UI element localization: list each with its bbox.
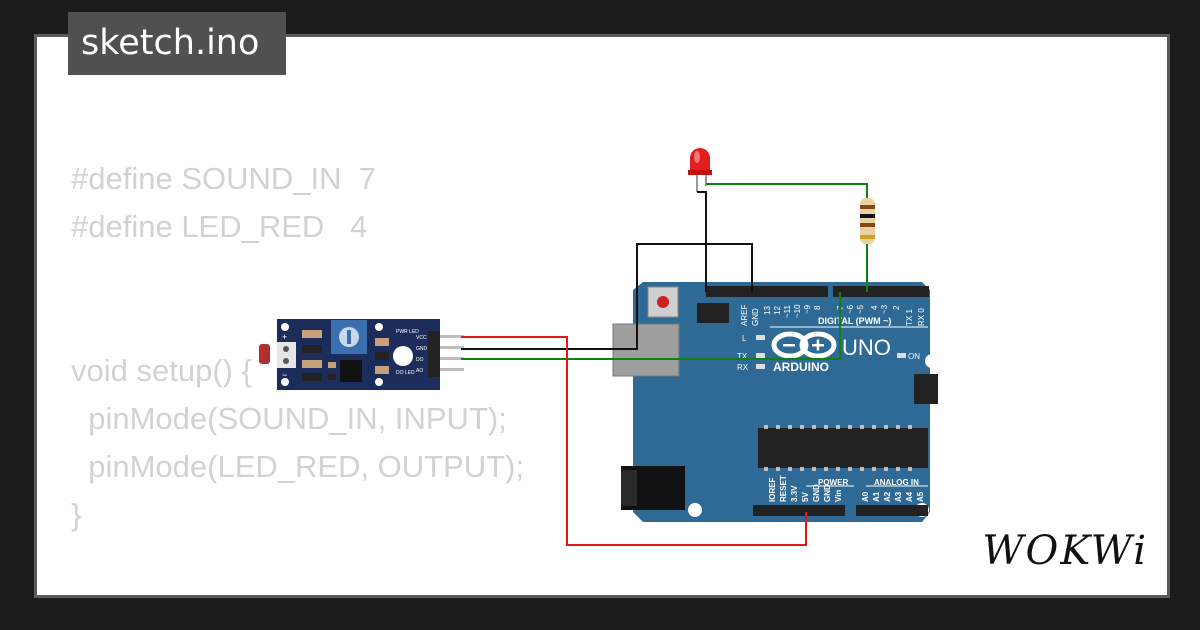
sensor-pin-label: GND xyxy=(416,346,428,352)
pin-label: RX 0 xyxy=(917,308,926,326)
code-line: void setup() { xyxy=(71,353,252,388)
comparator-chip xyxy=(340,360,362,382)
pin-label: 13 xyxy=(763,306,772,315)
icsp-header xyxy=(697,303,729,323)
sensor-pin-label: AO xyxy=(416,368,423,374)
do-led-label: DO LED xyxy=(396,370,415,376)
power-header xyxy=(753,505,845,516)
pin-label: ~9 xyxy=(803,304,812,314)
analog-pin-label: A5 xyxy=(916,491,925,502)
l-led xyxy=(756,335,765,340)
sound-sensor-module[interactable]: + − PWR LED DO LED VCC xyxy=(259,319,464,390)
board-model-label: UNO xyxy=(842,335,891,360)
pwr-led-label: PWR LED xyxy=(396,329,419,335)
power-pin-label: GND xyxy=(812,484,821,502)
canvas-card: #define SOUND_IN 7 #define LED_RED 4 void … xyxy=(34,34,1170,598)
rx-led xyxy=(756,364,765,369)
file-tab[interactable]: sketch.ino xyxy=(68,12,286,75)
power-pin-label: IOREF xyxy=(768,477,777,502)
code-preview: #define SOUND_IN 7 #define LED_RED 4 void … xyxy=(71,155,525,595)
sensor-pin-label: DO xyxy=(416,357,424,363)
wire-green-sensor-do-to-pin7[interactable] xyxy=(461,292,841,360)
sensor-led xyxy=(393,346,413,366)
analog-pin-label: A1 xyxy=(872,491,881,502)
analog-pin-label: A2 xyxy=(883,491,892,502)
pin-label: 2 xyxy=(892,305,901,310)
circuit-diagram: AREF GND 13 12 ~11 ~10 ~9 8 7 ~6 ~5 4 ~3… xyxy=(259,148,939,546)
digital-header-label: DIGITAL (PWM ~) xyxy=(818,316,891,326)
resistor[interactable] xyxy=(860,186,875,255)
minus-label: − xyxy=(282,370,287,380)
analog-pin-label: A3 xyxy=(894,491,903,502)
plus-label: + xyxy=(282,332,287,342)
analog-pin-label: A4 xyxy=(905,491,914,502)
code-line: pinMode(SOUND_IN, INPUT); xyxy=(71,401,507,436)
pin-label: 8 xyxy=(813,305,822,310)
wire-green-led-to-resistor[interactable] xyxy=(706,183,868,198)
power-pin-label: 3.3V xyxy=(790,485,799,502)
atmega-chip xyxy=(758,428,928,468)
power-header-label: POWER xyxy=(818,478,848,487)
code-line: pinMode(LED_RED, OUTPUT); xyxy=(71,449,525,484)
pin-label: ~5 xyxy=(856,304,865,314)
code-line: void loop() { xyxy=(71,587,524,595)
tx-led-label: TX xyxy=(737,352,748,361)
mounting-hole xyxy=(688,503,702,517)
mounting-hole xyxy=(925,354,939,368)
analog-pin-label: A0 xyxy=(861,491,870,502)
wire-red-sensor-vcc-to-5v[interactable] xyxy=(461,336,807,546)
power-pin-label: Vin xyxy=(834,490,843,502)
pin-label: GND xyxy=(751,308,760,326)
arduino-uno-board[interactable]: AREF GND 13 12 ~11 ~10 ~9 8 7 ~6 ~5 4 ~3… xyxy=(612,282,939,522)
on-led-label: ON xyxy=(908,352,920,361)
pin-label: ~6 xyxy=(846,304,855,314)
digital-header-left xyxy=(706,286,828,297)
power-pin-label: GND xyxy=(823,484,832,502)
rx-led-label: RX xyxy=(737,363,749,372)
icsp2-header xyxy=(914,374,938,404)
board-brand-label: ARDUINO xyxy=(773,360,829,374)
tx-led xyxy=(756,353,765,358)
l-led-label: L xyxy=(742,334,747,343)
code-line: } xyxy=(71,497,82,532)
code-line: #define LED_RED 4 xyxy=(71,209,368,244)
pin-label: ~10 xyxy=(793,304,802,318)
sensor-pin-label: VCC xyxy=(416,335,427,341)
pin-label: ~11 xyxy=(783,304,792,318)
pin-label: 12 xyxy=(773,306,782,315)
digital-header-right xyxy=(833,286,929,297)
analog-header xyxy=(856,505,928,516)
power-pin-label: RESET xyxy=(779,475,788,502)
arduino-logo-icon xyxy=(771,331,837,359)
analog-header-label: ANALOG IN xyxy=(874,478,919,487)
code-line: #define SOUND_IN 7 xyxy=(71,161,376,196)
pin-label: ~3 xyxy=(880,304,889,314)
power-pin-label: 5V xyxy=(801,492,810,502)
microphone-element xyxy=(259,344,270,364)
wire-black-led-to-gnd[interactable] xyxy=(697,191,707,292)
pin-label: TX 1 xyxy=(905,309,914,326)
reset-button-cap[interactable] xyxy=(657,296,669,308)
pin-label: AREF xyxy=(740,305,749,326)
on-led xyxy=(897,353,906,358)
wire-black-sensor-gnd[interactable] xyxy=(461,243,753,350)
pin-label: 4 xyxy=(870,305,879,310)
wokwi-logo: WOKWi xyxy=(982,528,1148,574)
red-led[interactable] xyxy=(688,148,712,192)
